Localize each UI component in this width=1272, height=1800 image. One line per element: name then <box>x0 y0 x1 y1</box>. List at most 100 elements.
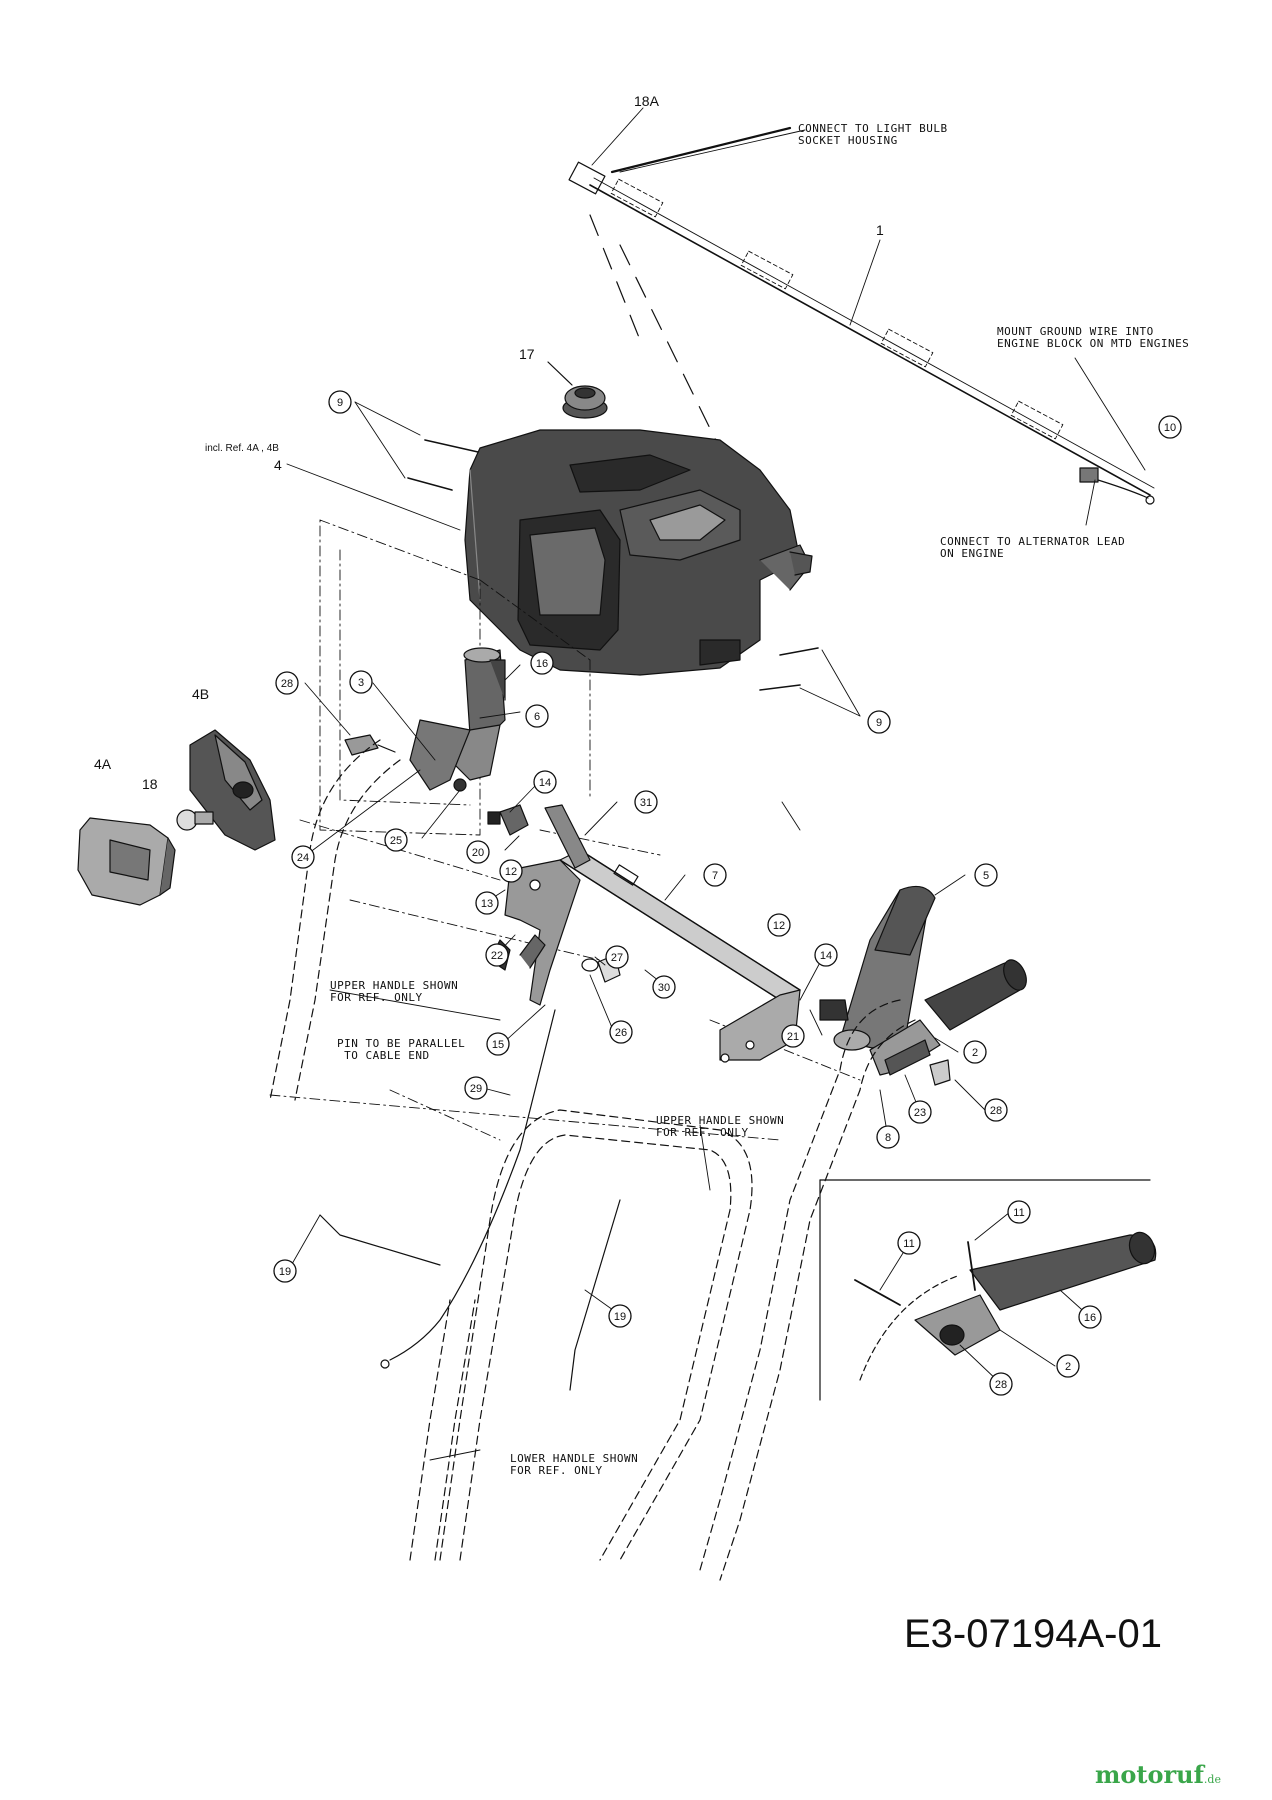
callout-7[interactable]: 7 <box>703 863 727 887</box>
wire-harness <box>568 126 1155 505</box>
callout-16[interactable]: 16 <box>530 651 554 675</box>
svg-text:19: 19 <box>614 1311 626 1323</box>
callout-5[interactable]: 5 <box>974 863 998 887</box>
callout-2[interactable]: 2 <box>1056 1354 1080 1378</box>
callout-14[interactable]: 14 <box>533 770 557 794</box>
lower-handle-outline <box>409 1109 753 1561</box>
svg-text:28: 28 <box>995 1379 1007 1391</box>
callout-19[interactable]: 19 <box>273 1259 297 1283</box>
callout-29[interactable]: 29 <box>464 1076 488 1100</box>
callout-12[interactable]: 12 <box>767 913 791 937</box>
svg-text:23: 23 <box>914 1107 926 1119</box>
svg-text:8: 8 <box>885 1132 891 1144</box>
svg-text:24: 24 <box>297 852 309 864</box>
callout-9[interactable]: 9 <box>328 390 352 414</box>
dash-panel-housing <box>464 429 813 676</box>
callout-24[interactable]: 24 <box>291 845 315 869</box>
shift-rod <box>559 849 801 1001</box>
label-4A: 4A <box>94 756 112 772</box>
callout-10[interactable]: 10 <box>1158 415 1182 439</box>
svg-text:14: 14 <box>539 777 551 789</box>
callout-27[interactable]: 27 <box>605 945 629 969</box>
svg-text:2: 2 <box>972 1047 978 1059</box>
svg-text:14: 14 <box>820 950 832 962</box>
incl-ref-note: incl. Ref. 4A , 4B <box>205 443 279 454</box>
svg-text:19: 19 <box>279 1266 291 1278</box>
pivot-pin-28 <box>344 734 396 756</box>
detail-inset <box>819 1179 1157 1401</box>
screws <box>407 439 819 691</box>
svg-text:3: 3 <box>358 677 364 689</box>
svg-text:20: 20 <box>472 847 484 859</box>
callout-16[interactable]: 16 <box>1078 1305 1102 1329</box>
note-lower-handle: LOWER HANDLE SHOWN FOR REF. ONLY <box>510 1452 639 1477</box>
svg-text:30: 30 <box>658 982 670 994</box>
callout-15[interactable]: 15 <box>486 1032 510 1056</box>
svg-text:28: 28 <box>990 1105 1002 1117</box>
label-4B: 4B <box>192 686 210 702</box>
callout-6[interactable]: 6 <box>525 704 549 728</box>
callout-3[interactable]: 3 <box>349 670 373 694</box>
label-18: 18 <box>142 776 158 792</box>
panel-outline <box>319 519 591 836</box>
drawing-code: E3-07194A-01 <box>904 1612 1162 1656</box>
callout-30[interactable]: 30 <box>652 975 676 999</box>
svg-text:7: 7 <box>712 870 718 882</box>
svg-text:12: 12 <box>505 866 517 878</box>
callout-26[interactable]: 26 <box>609 1020 633 1044</box>
ignition-knob <box>547 361 608 419</box>
svg-text:13: 13 <box>481 898 493 910</box>
callout-11[interactable]: 11 <box>1007 1200 1031 1224</box>
svg-text:31: 31 <box>640 797 652 809</box>
bushing-group <box>487 804 529 836</box>
svg-text:11: 11 <box>1013 1207 1024 1219</box>
brand-name: motoruf <box>1095 1760 1204 1789</box>
svg-text:26: 26 <box>615 1027 627 1039</box>
label-18A: 18A <box>634 93 659 109</box>
callout-20[interactable]: 20 <box>466 840 490 864</box>
callout-25[interactable]: 25 <box>384 828 408 852</box>
callout-28[interactable]: 28 <box>984 1098 1008 1122</box>
callout-8[interactable]: 8 <box>876 1125 900 1149</box>
lever-31 <box>544 804 591 869</box>
callout-9[interactable]: 9 <box>867 710 891 734</box>
brand-watermark: motoruf.de <box>1095 1760 1221 1789</box>
callout-21[interactable]: 21 <box>781 1024 805 1048</box>
svg-text:29: 29 <box>470 1083 482 1095</box>
brand-tld: .de <box>1203 1773 1221 1786</box>
svg-text:6: 6 <box>534 711 540 723</box>
note-alternator: CONNECT TO ALTERNATOR LEAD ON ENGINE <box>940 535 1126 560</box>
callout-22[interactable]: 22 <box>485 943 509 967</box>
note-upper-handle-right: UPPER HANDLE SHOWN FOR REF. ONLY <box>656 1114 785 1139</box>
callout-2[interactable]: 2 <box>963 1040 987 1064</box>
callout-14[interactable]: 14 <box>814 943 838 967</box>
svg-text:9: 9 <box>337 397 343 409</box>
callout-13[interactable]: 13 <box>475 891 499 915</box>
svg-text:16: 16 <box>536 658 548 670</box>
svg-text:10: 10 <box>1164 422 1176 434</box>
callout-28[interactable]: 28 <box>989 1372 1013 1396</box>
callout-23[interactable]: 23 <box>908 1100 932 1124</box>
callout-28[interactable]: 28 <box>275 671 299 695</box>
svg-text:12: 12 <box>773 920 785 932</box>
svg-text:28: 28 <box>281 678 293 690</box>
svg-text:5: 5 <box>983 870 989 882</box>
svg-text:15: 15 <box>492 1039 504 1051</box>
label-1: 1 <box>876 222 884 238</box>
note-upper-handle-left: UPPER HANDLE SHOWN FOR REF. ONLY <box>330 979 459 1004</box>
chute-control-lever <box>409 647 506 792</box>
callout-31[interactable]: 31 <box>634 790 658 814</box>
svg-text:16: 16 <box>1084 1312 1096 1324</box>
svg-text:11: 11 <box>903 1238 914 1250</box>
note-ground-wire: MOUNT GROUND WIRE INTO ENGINE BLOCK ON M… <box>997 325 1190 350</box>
svg-text:25: 25 <box>390 835 402 847</box>
callout-19[interactable]: 19 <box>608 1304 632 1328</box>
svg-text:2: 2 <box>1065 1361 1071 1373</box>
left-bracket <box>489 859 581 1006</box>
callout-11[interactable]: 11 <box>897 1231 921 1255</box>
light-housing-4B <box>189 729 276 851</box>
callout-12[interactable]: 12 <box>499 859 523 883</box>
note-pin-parallel: PIN TO BE PARALLEL TO CABLE END <box>337 1037 466 1062</box>
svg-text:9: 9 <box>876 717 882 729</box>
